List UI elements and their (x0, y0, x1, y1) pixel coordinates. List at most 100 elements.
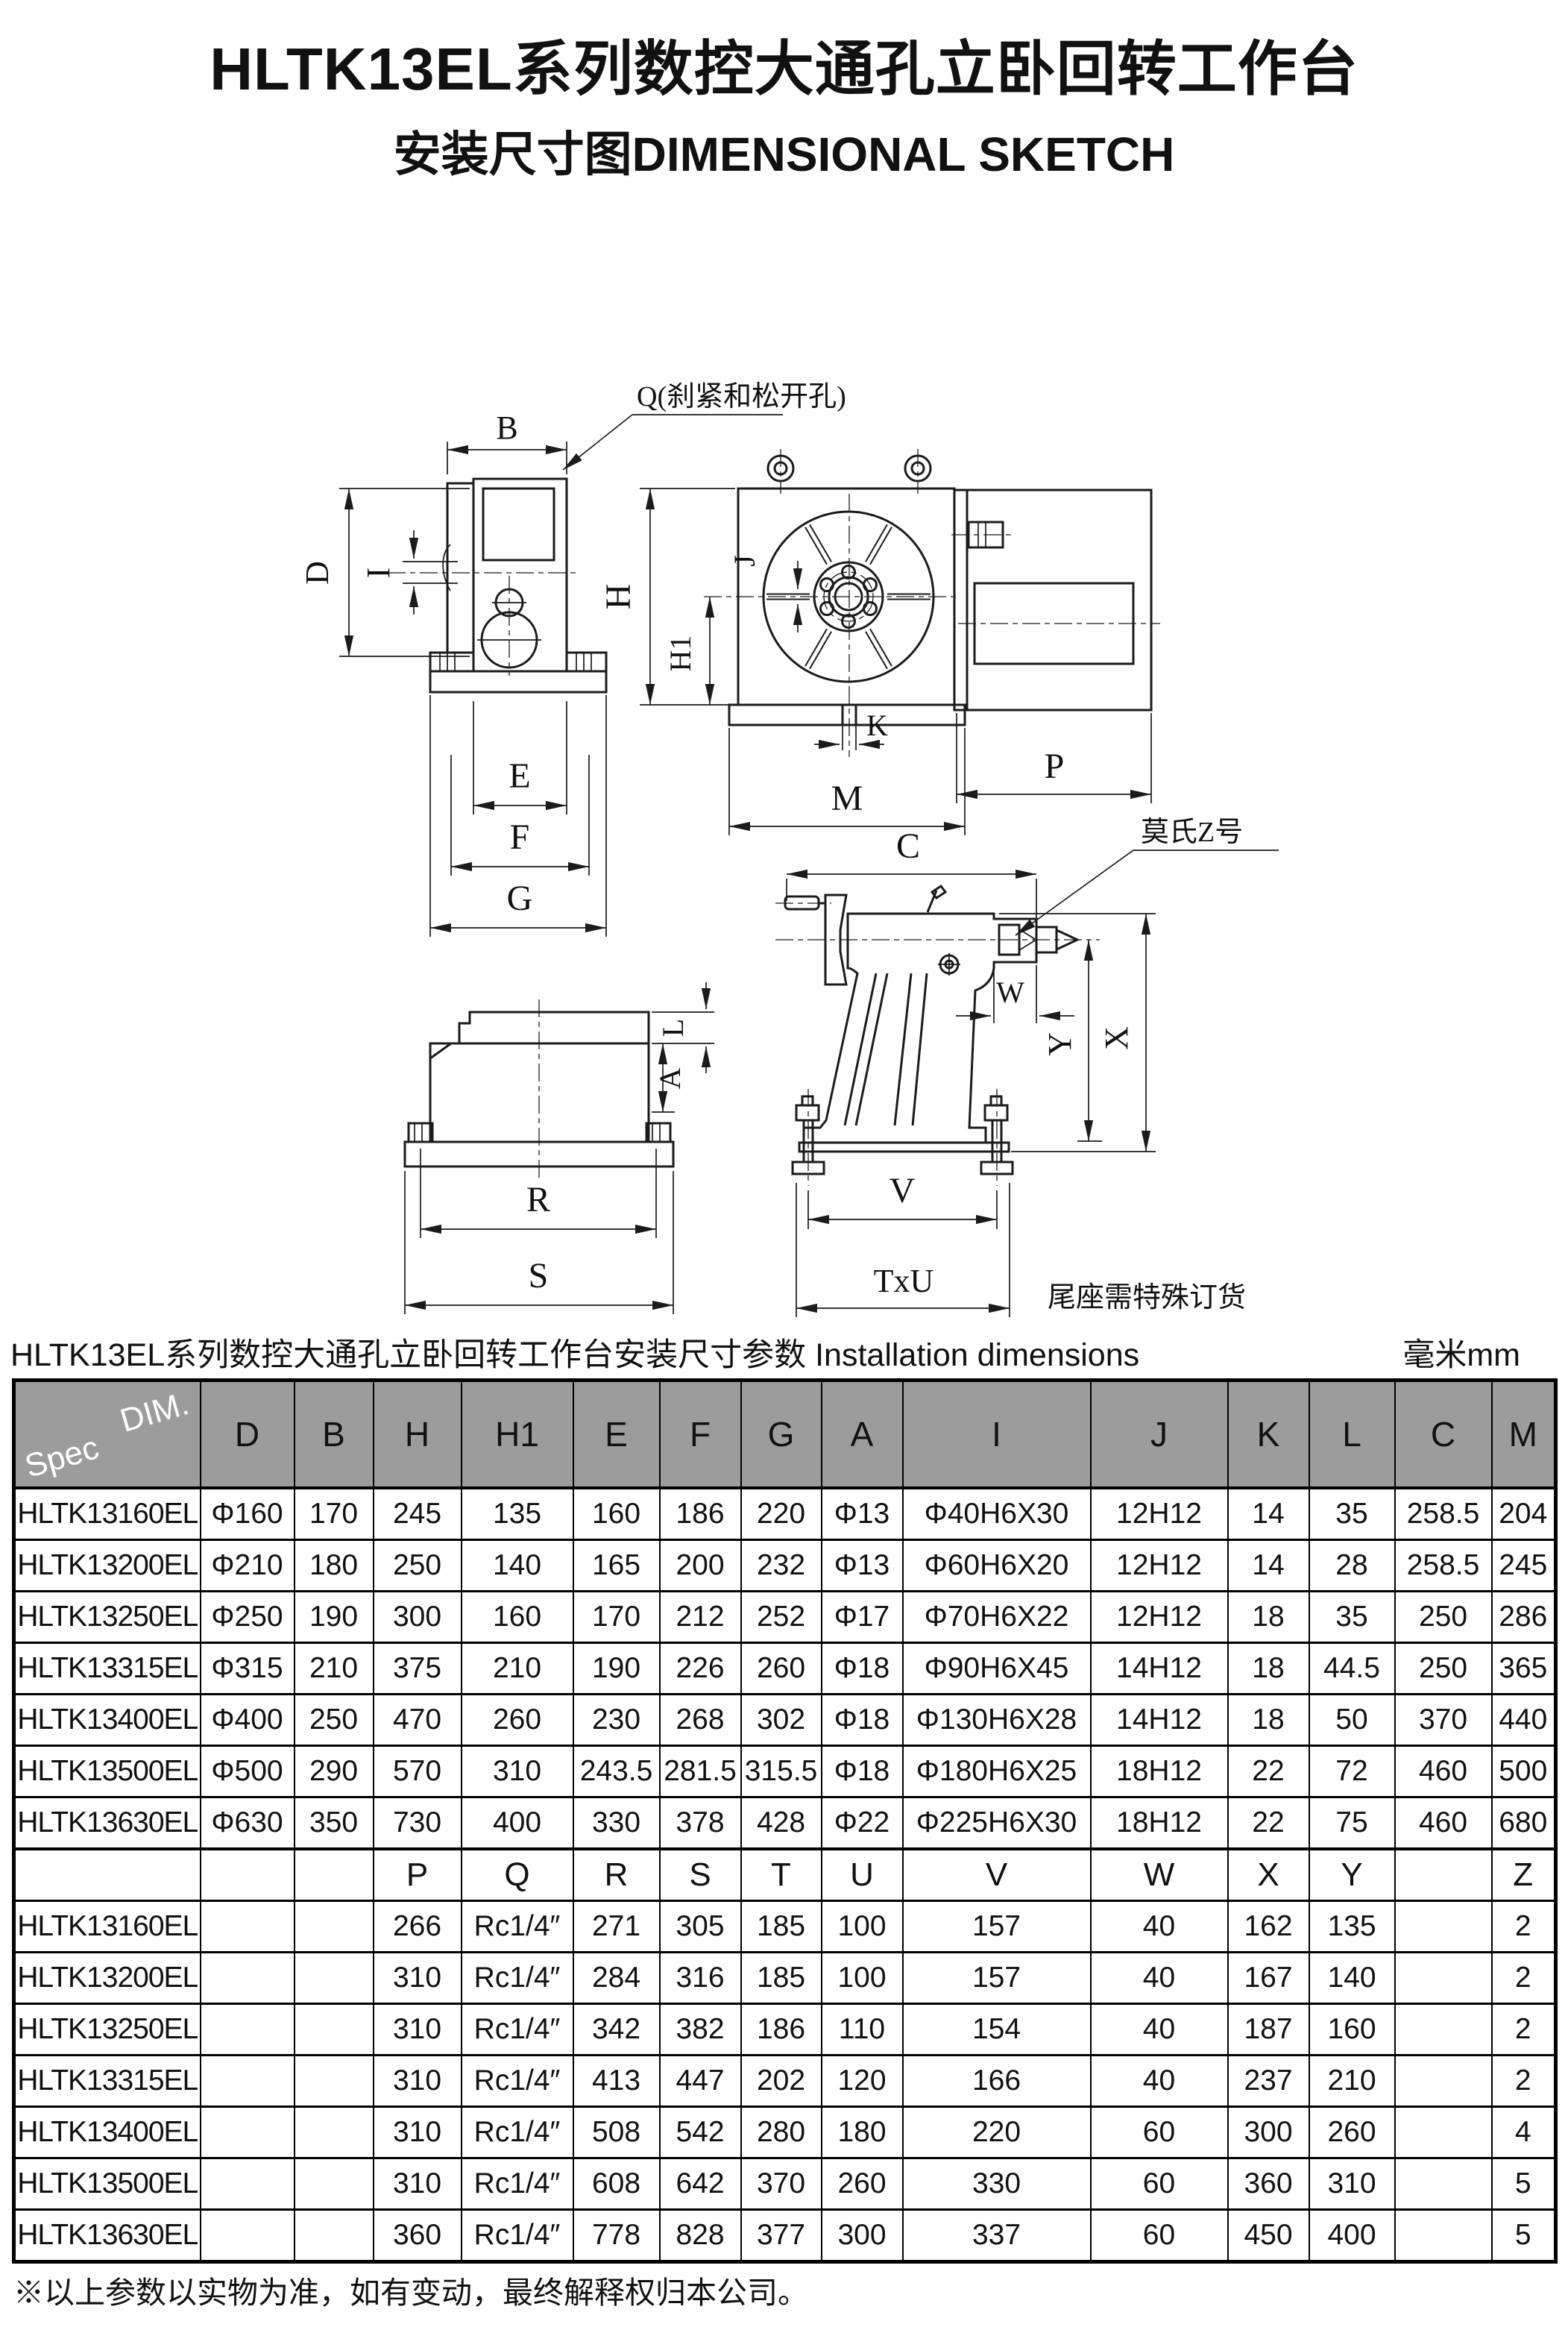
value-cell: 2 (1490, 2003, 1557, 2056)
col-header-h: H (372, 1379, 462, 1489)
value-cell: Φ13 (820, 1486, 904, 1541)
value-cell: 300 (820, 2208, 904, 2263)
value-cell: Φ90H6X45 (901, 1642, 1092, 1695)
value-cell: 18 (1227, 1590, 1310, 1644)
value-cell: 14H12 (1089, 1642, 1229, 1695)
value-cell: Φ400 (199, 1693, 295, 1747)
value-cell: 72 (1308, 1745, 1396, 1798)
tailstock-note: 尾座需特殊订货 (1048, 1282, 1246, 1313)
value-cell: 210 (460, 1642, 574, 1695)
col-header-b: B (293, 1379, 374, 1489)
value-cell: 210 (1308, 2054, 1396, 2108)
value-cell (1394, 2003, 1493, 2056)
value-cell: 310 (372, 2157, 462, 2211)
value-cell: 305 (658, 1900, 742, 1953)
value-cell: 160 (460, 1590, 574, 1644)
value-cell: 440 (1490, 1693, 1557, 1747)
value-cell: 310 (460, 1745, 574, 1798)
value-cell: 237 (1227, 2054, 1310, 2108)
value-cell: 245 (372, 1486, 462, 1541)
value-cell: 12H12 (1089, 1539, 1229, 1592)
table-row: HLTK13630EL 360 Rc1/4″ 778 828 377 300 3… (13, 2208, 1557, 2263)
col-header2-blank (13, 1847, 201, 1902)
table-row: HLTK13200EL Φ210 180 250 140 165 200 232… (13, 1539, 1557, 1592)
value-cell: 378 (658, 1796, 742, 1850)
value-cell: 170 (293, 1486, 374, 1541)
value-cell: 365 (1490, 1642, 1557, 1695)
technical-drawing: B Q(刹紧和松开孔) D I E F G (299, 381, 1279, 1317)
value-cell: Φ60H6X20 (901, 1539, 1092, 1592)
spec-cell: HLTK13315EL (13, 2054, 201, 2108)
value-cell: 260 (740, 1642, 822, 1695)
col-header2-v: V (901, 1847, 1092, 1902)
value-cell (1394, 1951, 1493, 2005)
value-cell (1394, 2106, 1493, 2159)
col-header2-blank (199, 1847, 295, 1902)
value-cell: 140 (1308, 1951, 1396, 2005)
value-cell: 18H12 (1089, 1745, 1229, 1798)
value-cell: 75 (1308, 1796, 1396, 1850)
value-cell: Φ18 (820, 1642, 904, 1695)
col-header-e: E (572, 1379, 661, 1489)
value-cell: 250 (1394, 1590, 1493, 1644)
table-caption-row: HLTK13EL系列数控大通孔立卧回转工作台安装尺寸参数 Installatio… (10, 1329, 1520, 1375)
col-header-i: I (901, 1379, 1092, 1489)
value-cell: 18 (1227, 1642, 1310, 1695)
table-row: HLTK13160EL 266 Rc1/4″ 271 305 185 100 1… (13, 1900, 1557, 1953)
unit-label: 毫米mm (1402, 1337, 1520, 1373)
spec-cell: HLTK13630EL (13, 2208, 201, 2263)
value-cell: 28 (1308, 1539, 1396, 1592)
table-section-1: HLTK13160EL Φ160 170 245 135 160 186 220… (13, 1486, 1557, 1850)
value-cell: 350 (293, 1796, 374, 1850)
value-cell: 342 (572, 2003, 661, 2056)
value-cell: 281.5 (658, 1745, 742, 1798)
value-cell: Φ180H6X25 (901, 1745, 1092, 1798)
corner-spec-label: Spec (21, 1429, 103, 1485)
value-cell: 12H12 (1089, 1590, 1229, 1644)
value-cell: 110 (820, 2003, 904, 2056)
value-cell (1394, 1900, 1493, 1953)
value-cell: Φ210 (199, 1539, 295, 1592)
spec-cell: HLTK13250EL (13, 1590, 201, 1644)
value-cell: 190 (572, 1642, 661, 1695)
dim-label-c: C (896, 826, 920, 866)
value-cell: 377 (740, 2208, 822, 2263)
value-cell: 186 (740, 2003, 822, 2056)
value-cell: 60 (1089, 2106, 1229, 2159)
value-cell: 220 (740, 1486, 822, 1541)
value-cell: 165 (572, 1539, 661, 1592)
table-row: HLTK13500EL Φ500 290 570 310 243.5 281.5… (13, 1745, 1557, 1798)
value-cell: Φ13 (820, 1539, 904, 1592)
value-cell: 5 (1490, 2157, 1557, 2211)
morse-taper-annotation: 莫氏Z号 (1141, 817, 1243, 848)
value-cell: 310 (372, 1951, 462, 2005)
value-cell: 258.5 (1394, 1539, 1493, 1592)
value-cell: 14H12 (1089, 1693, 1229, 1747)
value-cell: 160 (572, 1486, 661, 1541)
table-row: HLTK13400EL Φ400 250 470 260 230 268 302… (13, 1693, 1557, 1747)
value-cell: 828 (658, 2208, 742, 2263)
value-cell (199, 2208, 295, 2263)
value-cell (199, 2054, 295, 2108)
view-face: K H H1 J M P (599, 449, 1160, 835)
dim-label-m: M (831, 779, 863, 818)
value-cell: 500 (1490, 1745, 1557, 1798)
value-cell: 60 (1089, 2208, 1229, 2263)
value-cell: 250 (372, 1539, 462, 1592)
table-row: HLTK13630EL Φ630 350 730 400 330 378 428… (13, 1796, 1557, 1850)
value-cell: 300 (1227, 2106, 1310, 2159)
col-header-c: C (1394, 1379, 1493, 1489)
value-cell: 260 (820, 2157, 904, 2211)
dim-label-k: K (866, 709, 888, 742)
value-cell: 2 (1490, 1900, 1557, 1953)
view-front-vertical: B Q(刹紧和松开孔) D I E F G (299, 381, 846, 937)
value-cell: 162 (1227, 1900, 1310, 1953)
dim-label-v: V (890, 1171, 916, 1210)
table-spokes (766, 524, 931, 670)
value-cell: Φ500 (199, 1745, 295, 1798)
value-cell: 315.5 (740, 1745, 822, 1798)
value-cell: Φ22 (820, 1796, 904, 1850)
value-cell (293, 2157, 374, 2211)
value-cell (199, 2157, 295, 2211)
value-cell: 5 (1490, 2208, 1557, 2263)
